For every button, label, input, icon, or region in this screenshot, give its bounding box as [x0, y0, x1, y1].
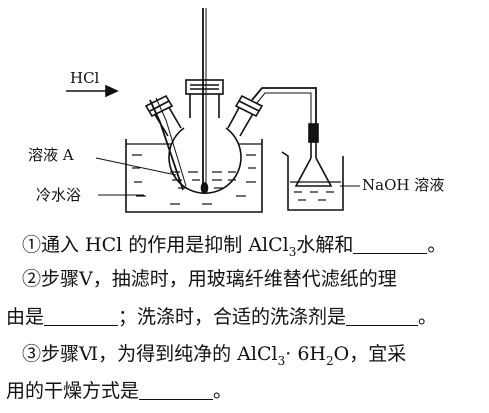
answer-blank-2b[interactable]	[346, 307, 419, 326]
question-2-line-2: 由是；洗涤时，合适的洗涤剂是。	[6, 306, 438, 328]
label-solution-a: 溶液 A	[28, 146, 74, 164]
question-3-line-2: 用的干燥方式是。	[6, 380, 233, 402]
q3-number: ③	[22, 343, 42, 365]
water-bath-trough	[125, 139, 263, 213]
outlet-tube	[251, 87, 317, 124]
label-cold-water-bath: 冷水浴	[36, 186, 82, 204]
q1-number: ①	[22, 234, 42, 256]
question-2: ②步骤Ⅴ，抽滤时，用玻璃纤维替代滤纸的理	[22, 268, 397, 290]
question-1: ①通入 HCl 的作用是抑制 AlCl3水解和。	[22, 234, 447, 259]
answer-blank-2a[interactable]	[44, 307, 119, 326]
question-3: ③步骤Ⅵ，为得到纯净的 AlCl3· 6H2O，宜采	[22, 343, 407, 368]
inverted-funnel	[294, 157, 333, 187]
hcl-arrowhead	[105, 84, 119, 98]
apparatus-diagram	[66, 8, 360, 213]
label-naoh-solution: NaOH 溶液	[362, 176, 445, 194]
answer-blank-1[interactable]	[353, 235, 428, 254]
center-stopper	[185, 79, 224, 95]
label-hcl: HCl	[70, 69, 100, 87]
inlet-tube	[149, 99, 184, 191]
q2-number: ②	[22, 268, 42, 290]
naoh-beaker	[281, 151, 344, 211]
answer-blank-3[interactable]	[139, 381, 214, 400]
